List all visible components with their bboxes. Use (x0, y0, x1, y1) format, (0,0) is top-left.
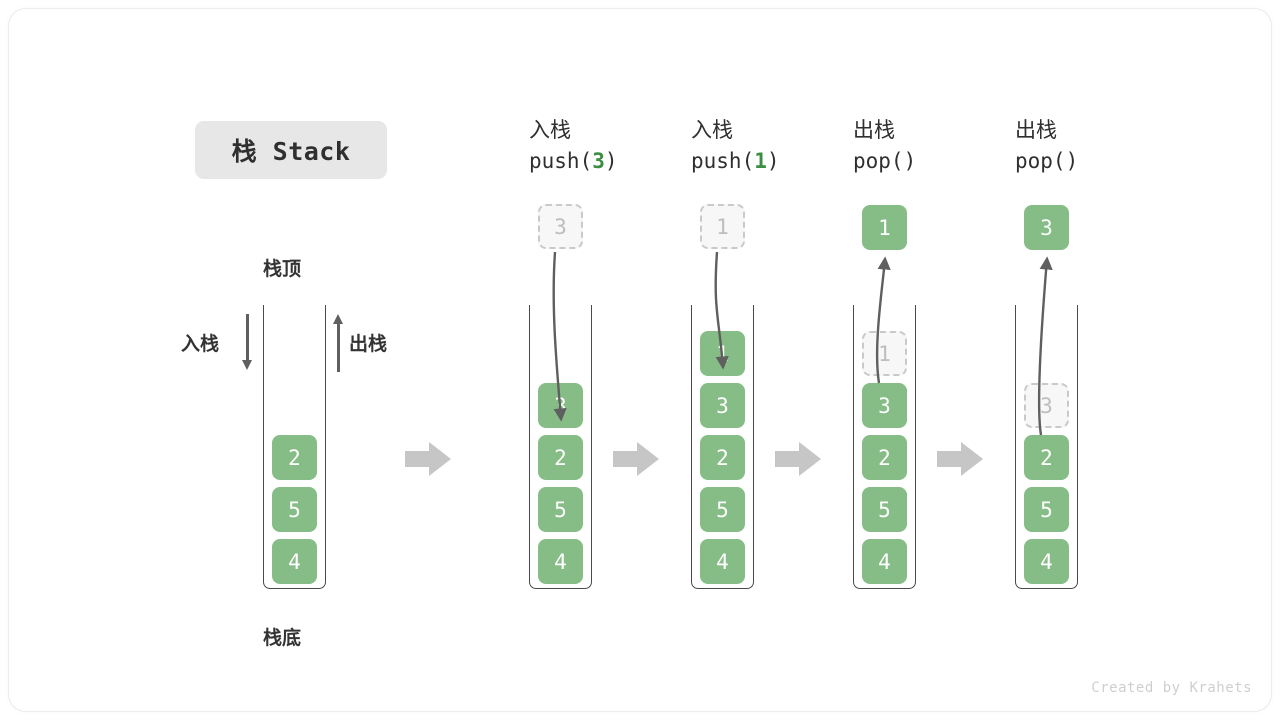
stack-column-0: 4 5 2 (245, 9, 375, 711)
column-header-3: 出栈 pop() (835, 115, 965, 177)
diagram-title-badge: 栈 Stack (195, 121, 387, 179)
step-transition-arrow-icon-1 (613, 442, 659, 476)
operation-argument-2: 1 (754, 149, 767, 173)
stack-element: 5 (272, 487, 317, 532)
floating-element-2: 1 (700, 204, 745, 249)
stack-element: 4 (538, 539, 583, 584)
step-transition-arrow-icon-3 (937, 442, 983, 476)
stack-element: 4 (1024, 539, 1069, 584)
column-header-1: 入栈 push(3) (511, 115, 641, 177)
stack-element: 1 (862, 331, 907, 376)
stack-element: 4 (862, 539, 907, 584)
stack-element: 2 (700, 435, 745, 480)
stack-container-3: 4 5 2 3 1 (853, 305, 916, 589)
stack-container-1: 4 5 2 3 (529, 305, 592, 589)
push-direction-label: 入栈 (181, 333, 220, 355)
column-header-4: 出栈 pop() (997, 115, 1127, 177)
stack-element: 5 (538, 487, 583, 532)
floating-element-4: 3 (1024, 205, 1069, 250)
stack-top-label: 栈顶 (263, 258, 302, 280)
stack-element: 1 (700, 331, 745, 376)
step-transition-arrow-icon-0 (405, 442, 451, 476)
stack-element: 5 (700, 487, 745, 532)
operation-name-1: 入栈 (529, 118, 571, 142)
stack-element: 4 (700, 539, 745, 584)
stack-container-2: 4 5 2 3 1 (691, 305, 754, 589)
stack-element: 3 (538, 383, 583, 428)
operation-name-4: 出栈 (1015, 118, 1057, 142)
stack-element: 3 (1024, 383, 1069, 428)
operation-code-4: pop() (1015, 149, 1079, 173)
stack-element: 2 (272, 435, 317, 480)
pop-direction-label: 出栈 (349, 333, 388, 355)
operation-code-3: pop() (853, 149, 917, 173)
operation-name-2: 入栈 (691, 118, 733, 142)
stack-cells-0: 4 5 2 (264, 428, 325, 584)
floating-element-1: 3 (538, 204, 583, 249)
stack-element: 3 (700, 383, 745, 428)
stack-container-0: 4 5 2 (263, 305, 326, 589)
stack-container-4: 4 5 2 3 (1015, 305, 1078, 589)
operation-code-1: push(3) (529, 149, 618, 173)
stack-element: 4 (272, 539, 317, 584)
stack-cells-2: 4 5 2 3 1 (692, 324, 753, 584)
page-title: 栈 Stack (231, 137, 351, 166)
operation-argument-1: 3 (592, 149, 605, 173)
stack-cells-3: 4 5 2 3 1 (854, 324, 915, 584)
stack-bottom-label: 栈底 (263, 627, 302, 649)
operation-name-3: 出栈 (853, 118, 895, 142)
stack-element: 3 (862, 383, 907, 428)
stack-element: 5 (862, 487, 907, 532)
stack-element: 5 (1024, 487, 1069, 532)
stack-column-3: 出栈 pop() 1 4 5 2 3 1 (835, 9, 965, 711)
floating-element-3: 1 (862, 205, 907, 250)
stack-cells-4: 4 5 2 3 (1016, 376, 1077, 584)
stack-element: 2 (1024, 435, 1069, 480)
stack-element: 2 (862, 435, 907, 480)
credit-footer: Created by Krahets (1091, 680, 1252, 696)
step-transition-arrow-icon-2 (775, 442, 821, 476)
stack-element: 2 (538, 435, 583, 480)
operation-code-2: push(1) (691, 149, 780, 173)
column-header-2: 入栈 push(1) (673, 115, 803, 177)
stack-column-4: 出栈 pop() 3 4 5 2 3 (997, 9, 1127, 711)
stack-cells-1: 4 5 2 3 (530, 376, 591, 584)
